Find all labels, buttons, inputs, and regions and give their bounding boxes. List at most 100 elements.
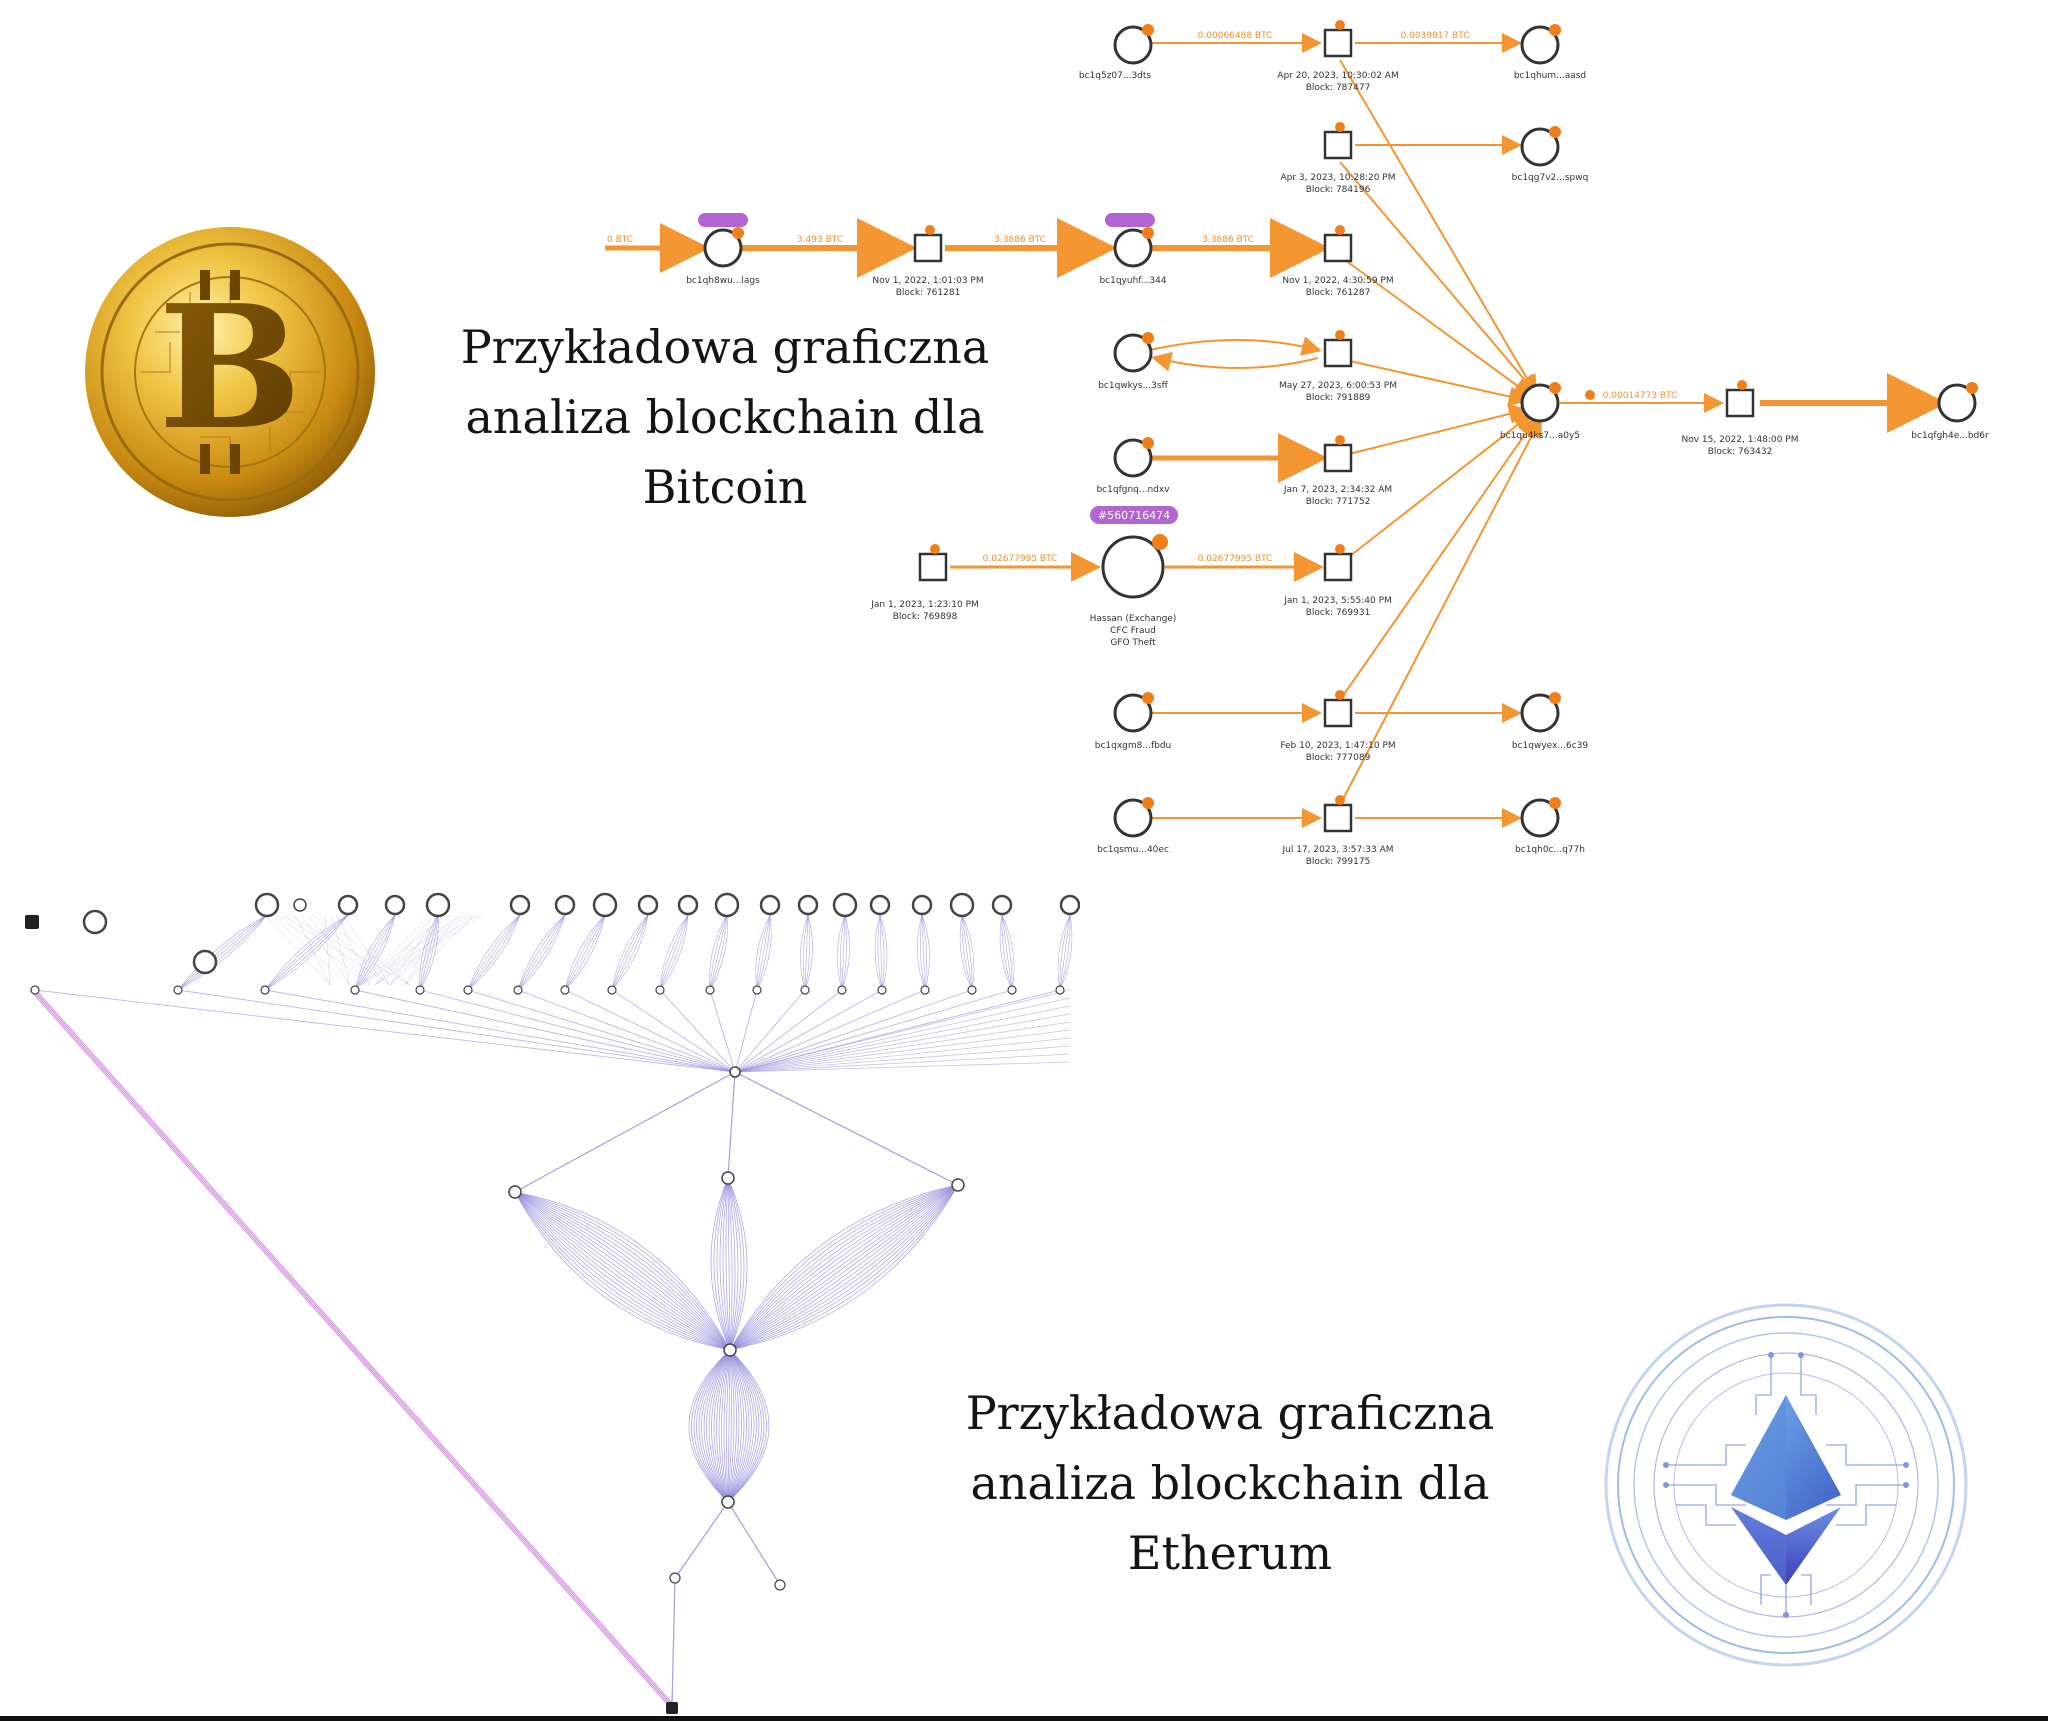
address-node[interactable] <box>1520 798 1560 838</box>
eth-contract-node[interactable] <box>666 1702 678 1714</box>
eth-address-node[interactable] <box>705 985 715 995</box>
address-node[interactable] <box>1520 127 1560 167</box>
eth-address-node[interactable] <box>877 985 887 995</box>
eth-address-node[interactable] <box>415 985 425 995</box>
transaction-node[interactable] <box>1323 338 1353 368</box>
eth-contract-node[interactable] <box>25 915 39 929</box>
eth-address-node[interactable] <box>920 985 930 995</box>
address-label: bc1qwkys...3sff <box>1098 381 1168 391</box>
eth-address-node[interactable] <box>723 1343 737 1357</box>
transaction-node[interactable] <box>1323 552 1353 582</box>
eth-address-node[interactable] <box>949 892 975 918</box>
eth-address-node[interactable] <box>837 985 847 995</box>
eth-edge <box>514 1191 731 1351</box>
eth-address-node[interactable] <box>714 892 740 918</box>
eth-edge <box>514 1191 731 1351</box>
eth-edge <box>354 989 736 1073</box>
eth-address-node[interactable] <box>192 949 218 975</box>
eth-address-node[interactable] <box>1059 894 1080 916</box>
eth-edge <box>564 914 606 991</box>
eth-address-node[interactable] <box>508 1185 522 1199</box>
address-node[interactable] <box>1113 438 1153 478</box>
eth-address-node[interactable] <box>951 1178 965 1192</box>
address-node[interactable] <box>1113 25 1153 65</box>
eth-edge <box>374 914 451 986</box>
eth-address-node[interactable] <box>669 1572 681 1584</box>
eth-address-node[interactable] <box>797 894 819 916</box>
eth-address-node[interactable] <box>655 985 665 995</box>
transaction-node[interactable] <box>1323 803 1353 833</box>
eth-edge <box>734 1053 1071 1073</box>
eth-address-node[interactable] <box>967 985 977 995</box>
address-node[interactable] <box>703 228 743 268</box>
eth-address-node[interactable] <box>260 985 270 995</box>
eth-edge <box>611 914 649 991</box>
eth-address-node[interactable] <box>752 985 762 995</box>
address-node[interactable] <box>1113 228 1153 268</box>
eth-address-node[interactable] <box>1055 985 1065 995</box>
eth-address-node[interactable] <box>677 894 699 916</box>
eth-address-node[interactable] <box>759 894 781 916</box>
eth-address-node[interactable] <box>721 1171 735 1185</box>
eth-address-node[interactable] <box>721 1495 735 1509</box>
eth-address-node[interactable] <box>991 894 1013 916</box>
address-node[interactable] <box>1113 333 1153 373</box>
transaction-node[interactable] <box>913 233 943 263</box>
eth-edge <box>734 989 758 1073</box>
eth-address-node[interactable] <box>30 985 40 995</box>
eth-edge <box>1001 914 1013 991</box>
btc-edge <box>1339 59 1538 396</box>
exchange-node[interactable] <box>1101 535 1165 599</box>
eth-edge <box>264 914 331 986</box>
eth-edge <box>177 914 268 991</box>
eth-address-node[interactable] <box>729 1066 741 1078</box>
address-node[interactable] <box>1113 798 1153 838</box>
address-node[interactable] <box>1937 383 1977 423</box>
eth-edge <box>467 989 736 1073</box>
eth-address-node[interactable] <box>82 909 108 935</box>
eth-address-node[interactable] <box>350 985 360 995</box>
eth-address-node[interactable] <box>173 985 183 995</box>
eth-edge <box>727 1349 740 1503</box>
eth-edge <box>671 1577 676 1706</box>
eth-address-node[interactable] <box>637 894 659 916</box>
hub-address-node[interactable] <box>1520 383 1560 423</box>
eth-address-node[interactable] <box>554 894 576 916</box>
address-node[interactable] <box>1520 25 1560 65</box>
eth-address-node[interactable] <box>832 892 858 918</box>
eth-address-node[interactable] <box>869 894 891 916</box>
eth-edge <box>514 1191 731 1351</box>
transaction-node[interactable] <box>1323 28 1353 58</box>
eth-edge <box>725 1177 731 1351</box>
eth-address-node[interactable] <box>774 1579 786 1591</box>
transaction-node[interactable] <box>1725 388 1755 418</box>
eth-address-node[interactable] <box>513 985 523 995</box>
eth-address-node[interactable] <box>425 892 451 918</box>
eth-address-node[interactable] <box>592 892 618 918</box>
eth-address-node[interactable] <box>911 894 933 916</box>
bitcoin-title-line3: Bitcoin <box>642 460 808 514</box>
transaction-node[interactable] <box>1323 443 1353 473</box>
eth-address-node[interactable] <box>800 985 810 995</box>
eth-address-node[interactable] <box>463 985 473 995</box>
eth-edge <box>419 914 439 991</box>
eth-address-node[interactable] <box>560 985 570 995</box>
transaction-node[interactable] <box>918 552 948 582</box>
ethereum-transaction-graph <box>25 892 1080 1714</box>
eth-address-node[interactable] <box>607 985 617 995</box>
eth-address-node[interactable] <box>384 894 406 916</box>
transaction-node[interactable] <box>1323 698 1353 728</box>
eth-address-node[interactable] <box>337 894 359 916</box>
eth-edge <box>177 914 268 991</box>
bitcoin-coin-icon: B <box>85 227 375 517</box>
eth-address-node[interactable] <box>509 894 531 916</box>
address-node[interactable] <box>1520 693 1560 733</box>
address-node[interactable] <box>1113 693 1153 733</box>
eth-address-node[interactable] <box>254 892 280 918</box>
eth-edge <box>374 914 435 986</box>
transaction-node[interactable] <box>1323 130 1353 160</box>
eth-address-node[interactable] <box>293 898 307 912</box>
eth-address-node[interactable] <box>1007 985 1017 995</box>
transaction-node[interactable] <box>1323 233 1353 263</box>
eth-edge <box>734 989 806 1073</box>
